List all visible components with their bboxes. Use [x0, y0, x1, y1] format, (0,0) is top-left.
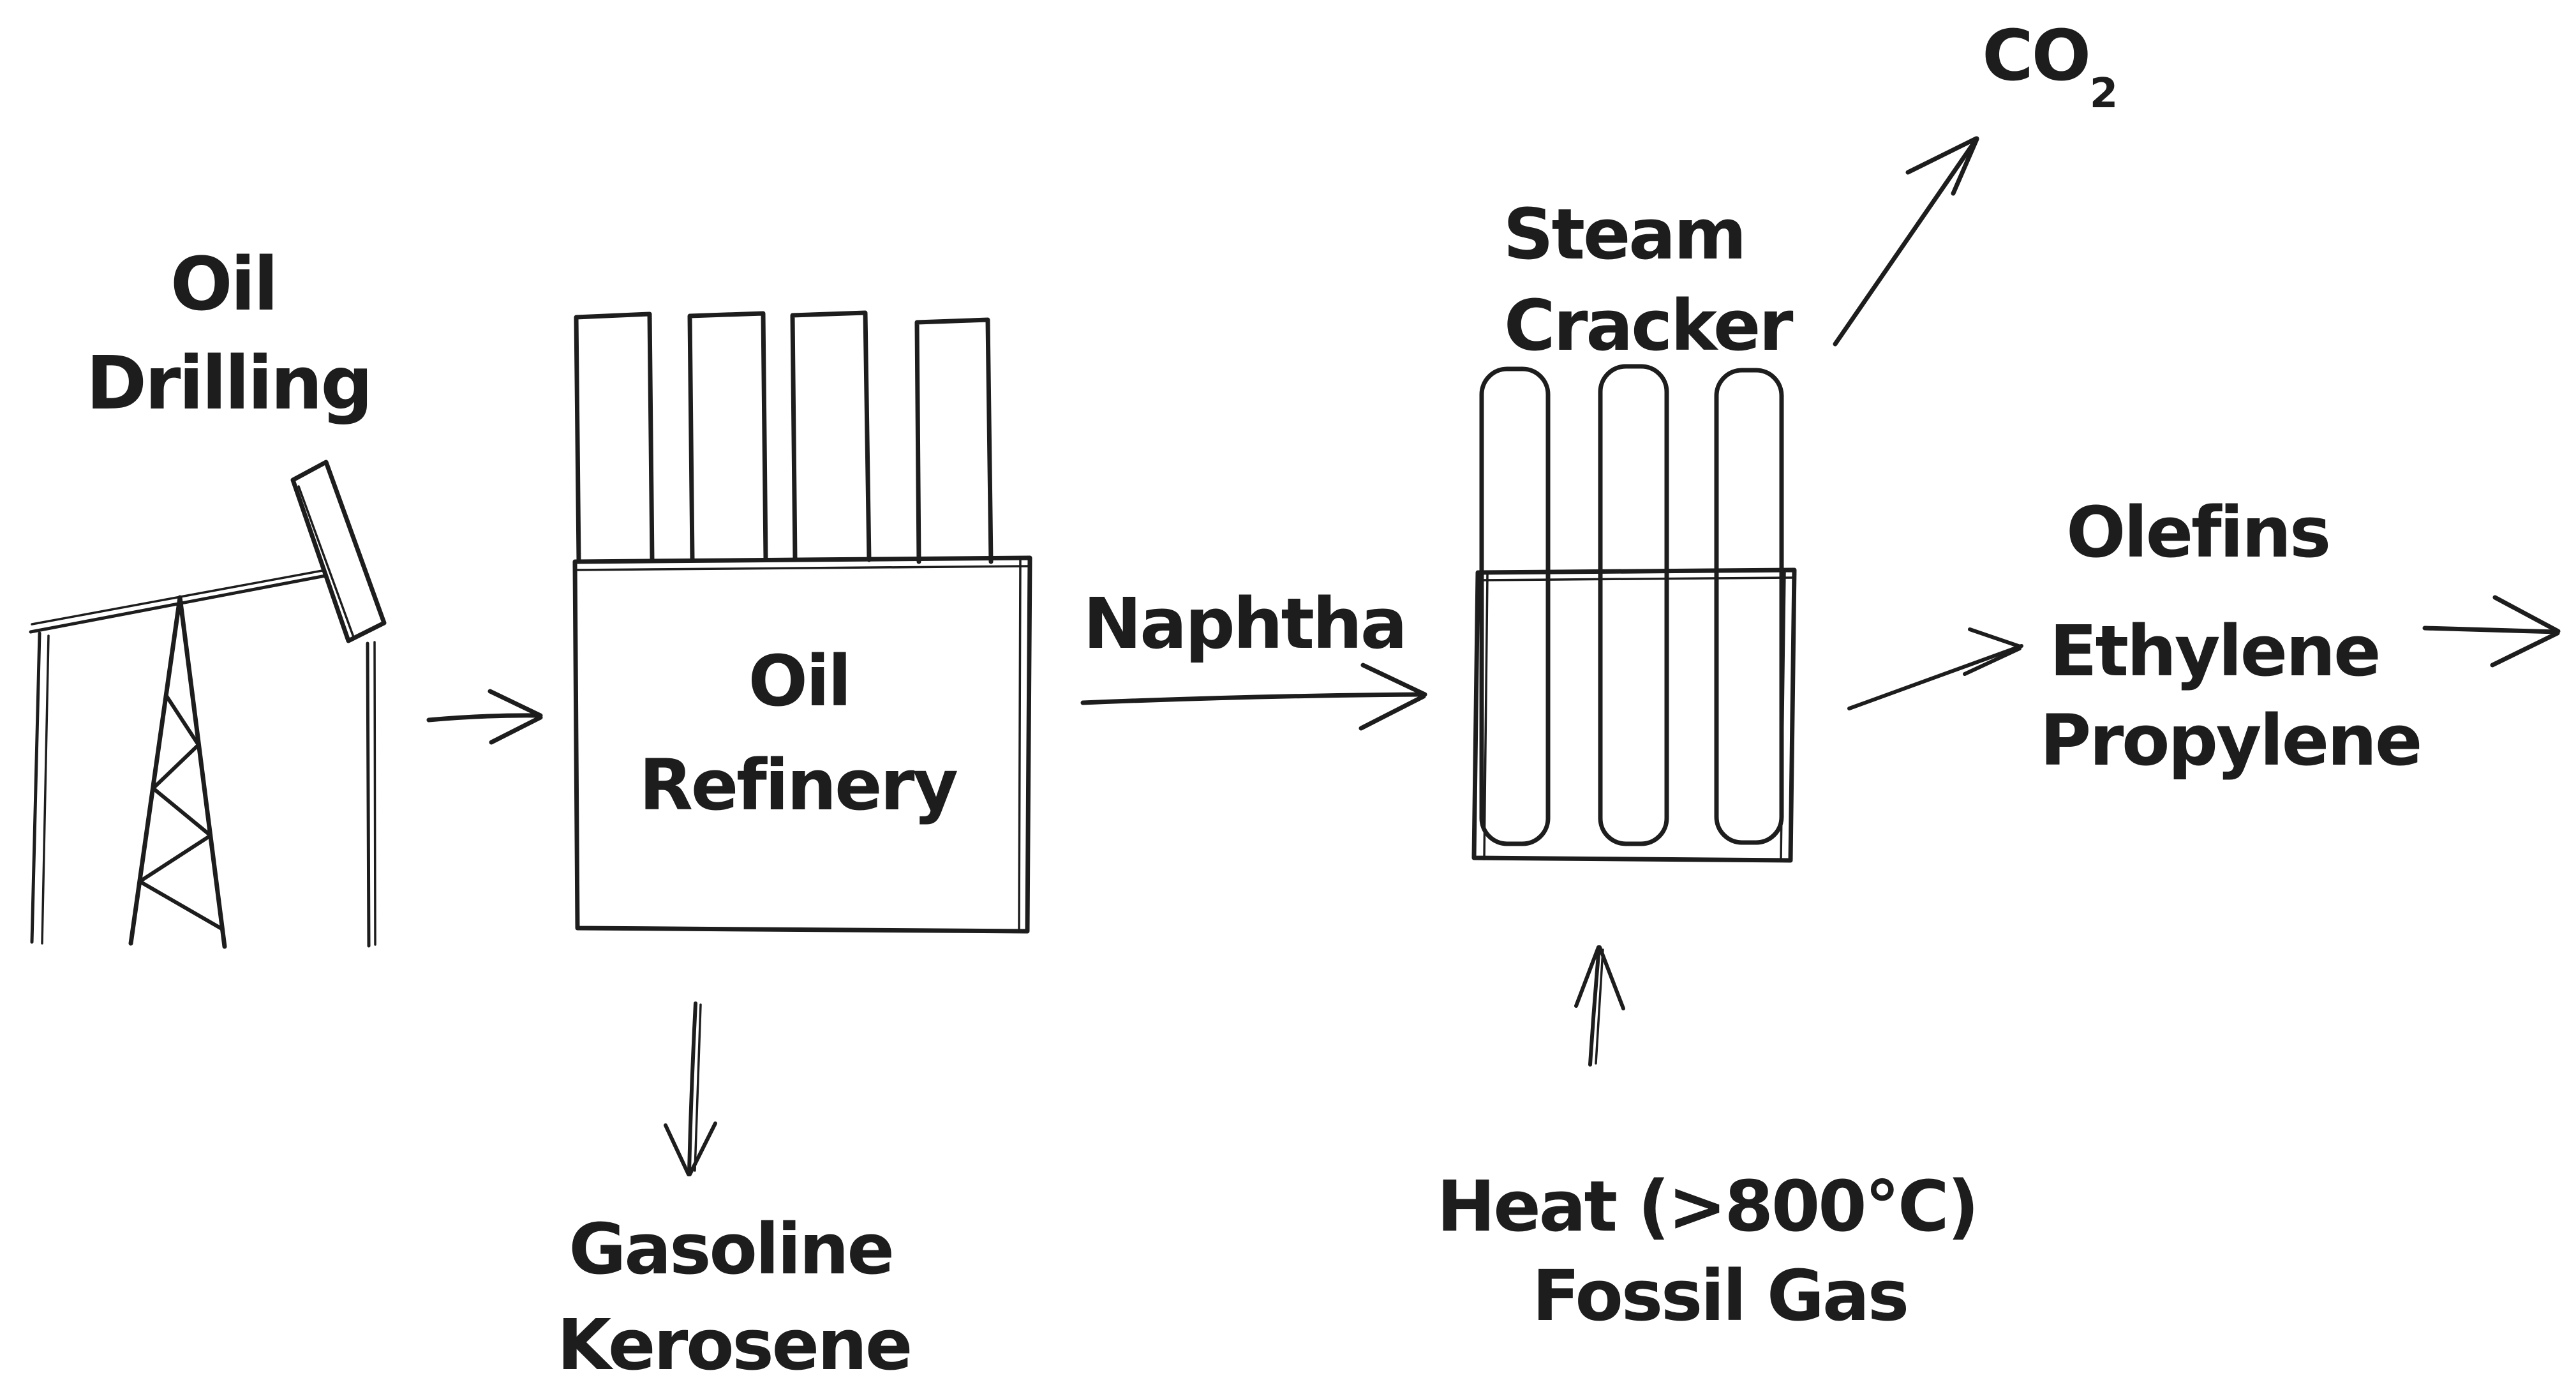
cracker-tube-1	[1479, 366, 1551, 846]
pumpjack-icon	[29, 460, 387, 949]
refinery-chimney-4	[914, 317, 994, 564]
arrow-drilling-to-refinery	[426, 689, 543, 745]
arrow-drilling-to-refinery-head	[488, 689, 543, 745]
cracker-box-top-double	[1478, 576, 1794, 581]
refinery-box-right-double	[1018, 558, 1022, 931]
cracker-box-left-double	[1483, 573, 1489, 860]
label-fossil-gas: Fossil Gas	[1532, 1255, 1907, 1337]
arrow-drilling-to-refinery-shaft	[426, 713, 542, 723]
arrow-naphtha-shaft	[1080, 692, 1426, 705]
arrow-heat-input-shaft	[1588, 945, 1601, 1067]
label-oil-refinery-line1: Oil	[748, 640, 849, 722]
refinery-chimney-3	[790, 310, 872, 562]
label-kerosene: Kerosene	[557, 1304, 911, 1386]
cracker-box	[1471, 567, 1797, 863]
arrow-co2-emission	[1833, 136, 1979, 347]
arrow-co2-emission-shaft	[1833, 136, 1979, 347]
arrow-naphtha	[1080, 663, 1427, 731]
arrow-cracker-to-olefins	[1847, 627, 2023, 710]
arrow-cracker-to-olefins-shaft	[1847, 644, 2023, 710]
arrow-co2-emission-head	[1905, 136, 1979, 196]
arrow-refinery-to-byproducts	[664, 1001, 717, 1176]
derrick-head-double	[297, 485, 355, 638]
derrick-hang-line	[366, 641, 371, 948]
arrow-naphtha-head	[1359, 663, 1427, 731]
arrow-olefins-output-head	[2490, 595, 2561, 668]
arrow-olefins-output	[2422, 595, 2561, 668]
arrow-refinery-to-byproducts-head	[664, 1121, 717, 1176]
arrow-refinery-to-byproducts-shaft	[687, 1001, 697, 1175]
sketch-layer	[29, 136, 2561, 1176]
derrick-head	[290, 460, 387, 643]
cracker-icon	[1471, 364, 1797, 863]
refinery-box	[572, 555, 1032, 934]
label-propylene: Propylene	[2040, 700, 2420, 781]
label-steam-cracker-line1: Steam	[1503, 193, 1745, 275]
arrow-olefins-output-shaft	[2422, 626, 2560, 634]
label-ethylene: Ethylene	[2050, 610, 2379, 692]
derrick-left-post-double	[41, 634, 50, 945]
arrow-heat-input-head	[1574, 945, 1625, 1010]
label-oil-drilling-line2: Drilling	[86, 341, 371, 426]
label-co2-base: CO	[1982, 15, 2089, 96]
derrick-walking-beam-double	[31, 569, 324, 626]
refinery-box-top-double	[575, 565, 1029, 571]
label-heat: Heat (>800°C)	[1437, 1165, 1977, 1247]
label-oil-refinery-line2: Refinery	[639, 744, 957, 826]
derrick-cross-bracing	[138, 693, 225, 931]
arrow-cracker-to-olefins-head	[1963, 627, 2022, 676]
label-oil-drilling-line1: Oil	[170, 242, 276, 327]
refinery-icon	[572, 310, 1032, 934]
arrow-heat-input-double	[1595, 948, 1604, 1065]
derrick-left-post	[30, 631, 41, 944]
refinery-chimney-1	[574, 311, 655, 563]
label-co2-subscript: 2	[2090, 70, 2117, 117]
label-steam-cracker-line2: Cracker	[1504, 285, 1793, 366]
refinery-chimney-2	[687, 311, 768, 562]
label-layer: Oil Drilling Oil Refinery Naphtha Steam …	[86, 15, 2423, 1386]
arrow-heat-input	[1574, 945, 1625, 1067]
label-naphtha: Naphtha	[1083, 583, 1405, 664]
cracker-tube-2	[1598, 364, 1669, 846]
label-olefins: Olefins	[2066, 491, 2329, 573]
cracker-tube-3	[1714, 368, 1784, 845]
arrow-refinery-to-byproducts-double	[694, 1003, 702, 1172]
derrick-a-frame	[128, 595, 227, 949]
cracker-box-right-double	[1780, 570, 1786, 860]
label-gasoline: Gasoline	[569, 1208, 893, 1290]
